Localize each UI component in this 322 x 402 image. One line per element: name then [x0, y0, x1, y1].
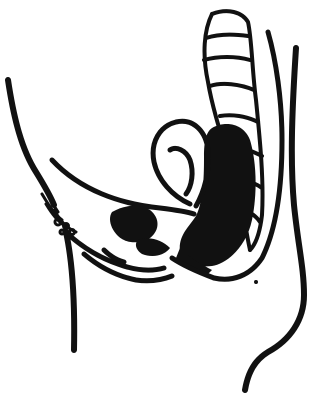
marker-dot — [254, 280, 258, 284]
pubic-hair — [42, 186, 76, 235]
body-outline-front — [8, 80, 74, 350]
uterus — [153, 121, 208, 206]
rectum — [176, 124, 256, 276]
